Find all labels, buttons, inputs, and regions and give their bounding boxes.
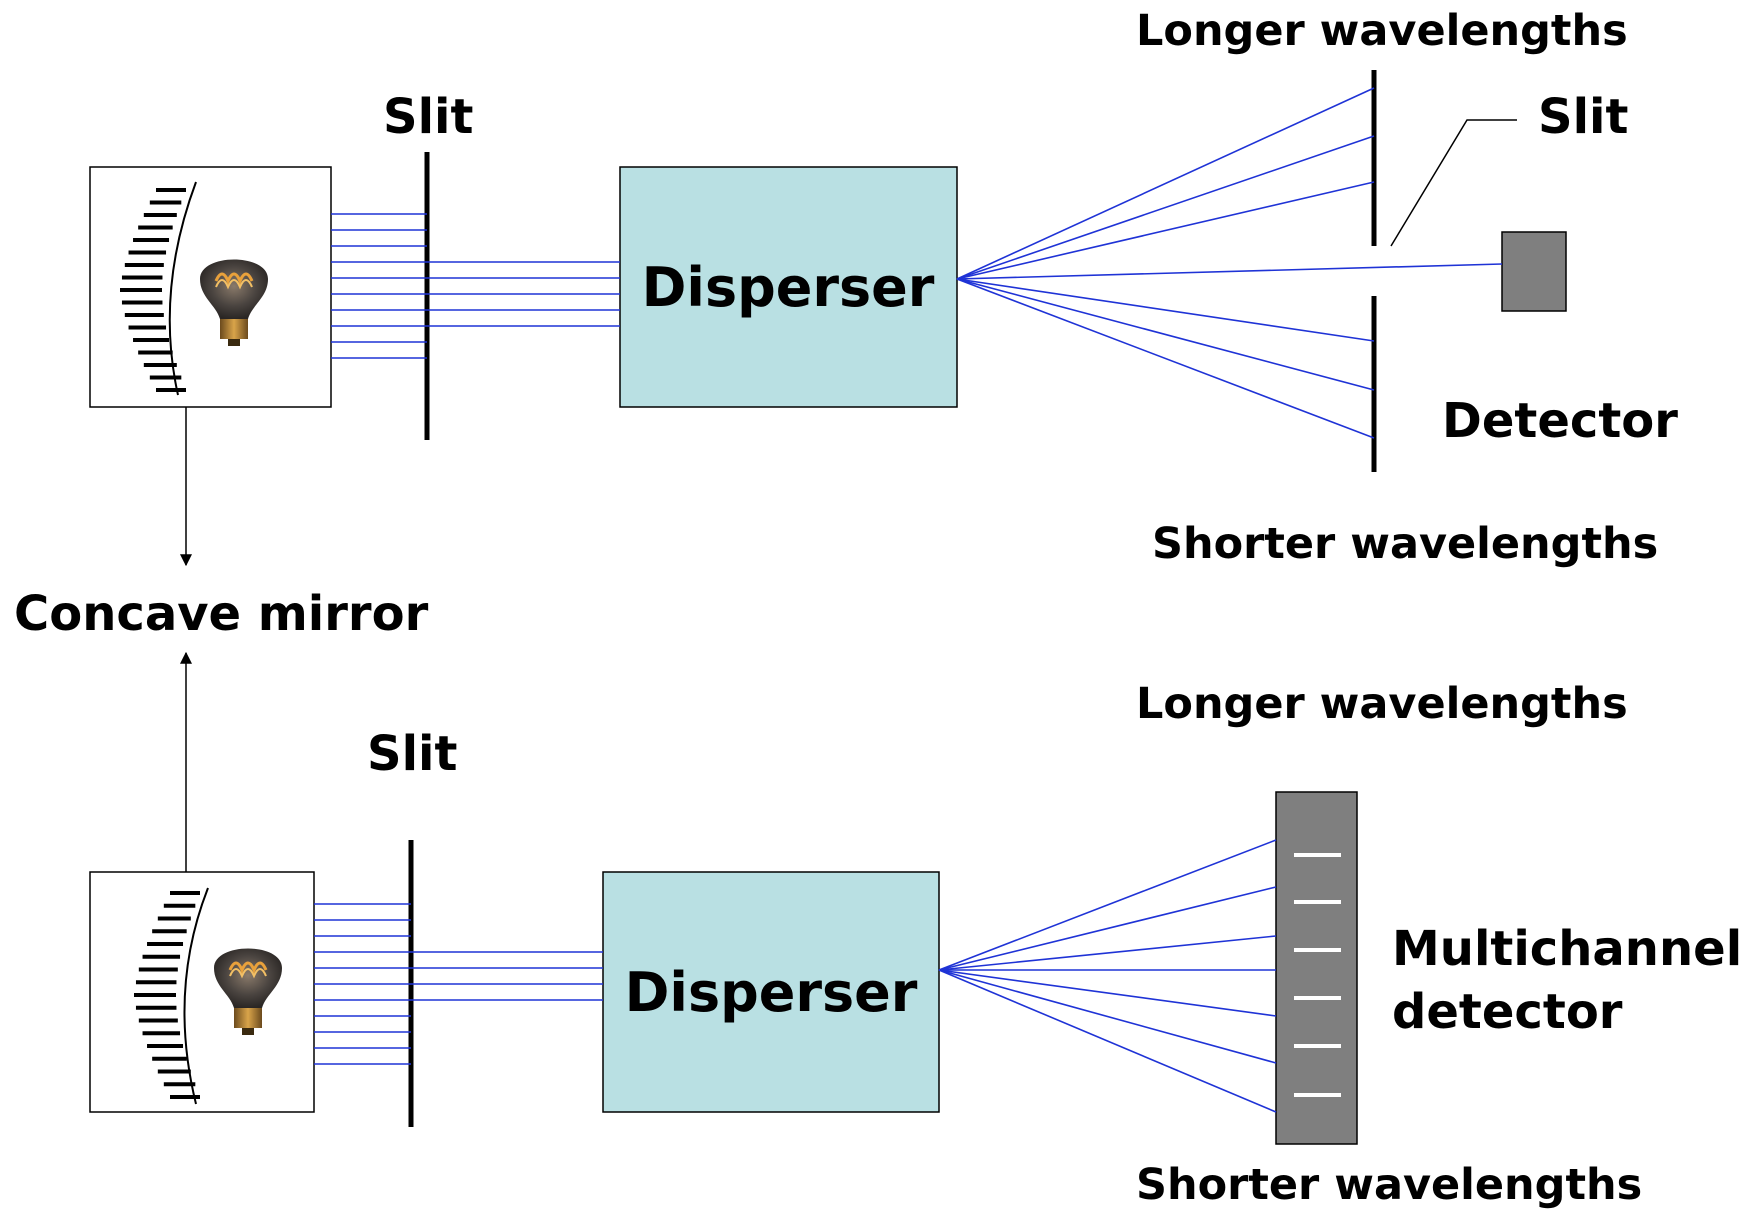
dispersed-ray bbox=[956, 263, 1503, 280]
collimated-beams bbox=[314, 903, 603, 1065]
dispersed-ray bbox=[938, 969, 1277, 1017]
concave-mirror-icon bbox=[120, 181, 197, 396]
concave-mirror-label: Concave mirror bbox=[14, 586, 429, 642]
top-section: Slit Disperser Slit Detector Longer wave… bbox=[89, 6, 1678, 569]
top-exit-slit-label: Slit bbox=[1538, 89, 1628, 145]
dispersed-ray bbox=[956, 135, 1375, 280]
bottom-rays bbox=[938, 839, 1277, 1113]
top-longer-label: Longer wavelengths bbox=[1136, 6, 1628, 56]
middle-section: Concave mirror bbox=[14, 407, 429, 872]
bottom-source-box bbox=[89, 871, 315, 1113]
concave-mirror-icon bbox=[134, 887, 209, 1105]
bottom-detector-label-line1: Multichannel bbox=[1392, 921, 1742, 977]
detector-channels bbox=[1294, 853, 1341, 1097]
dispersed-ray bbox=[938, 969, 1277, 1113]
dispersed-ray bbox=[956, 87, 1375, 280]
top-rays bbox=[956, 87, 1503, 439]
bottom-slit-label: Slit bbox=[367, 726, 457, 782]
dispersed-ray bbox=[956, 278, 1375, 391]
multichannel-detector bbox=[1275, 791, 1358, 1145]
bottom-longer-label: Longer wavelengths bbox=[1136, 679, 1628, 729]
top-disperser-box bbox=[619, 166, 958, 408]
top-detector-label: Detector bbox=[1442, 393, 1678, 449]
dispersed-ray bbox=[938, 886, 1277, 971]
dispersed-ray bbox=[938, 935, 1277, 971]
lightbulb-icon bbox=[214, 948, 282, 1035]
collimated-beams bbox=[331, 213, 620, 359]
top-exit-slit-leader bbox=[1390, 119, 1517, 247]
top-disperser-label: Disperser bbox=[642, 256, 935, 319]
top-slit-label: Slit bbox=[383, 89, 473, 145]
bottom-detector-label-line2: detector bbox=[1392, 984, 1623, 1040]
bottom-section: Slit Disperser Multichannel detector Lon… bbox=[89, 679, 1742, 1210]
top-detector bbox=[1501, 231, 1567, 312]
dispersed-ray bbox=[956, 181, 1375, 280]
dispersed-ray bbox=[956, 278, 1375, 342]
dispersed-ray bbox=[956, 278, 1375, 439]
dispersed-ray bbox=[938, 839, 1277, 971]
bottom-disperser-label: Disperser bbox=[625, 961, 918, 1024]
lightbulb-icon bbox=[200, 259, 268, 346]
dispersed-ray bbox=[938, 969, 1277, 1064]
bottom-disperser-box bbox=[602, 871, 940, 1113]
top-shorter-label: Shorter wavelengths bbox=[1152, 519, 1658, 569]
bottom-shorter-label: Shorter wavelengths bbox=[1136, 1160, 1642, 1210]
